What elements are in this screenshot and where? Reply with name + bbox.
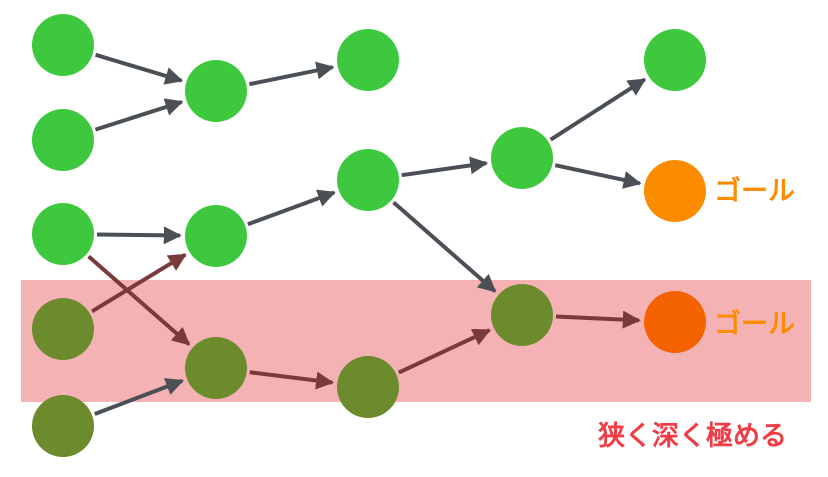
- edge-n8-n11: [249, 370, 335, 390]
- edge-n3-n8: [87, 254, 191, 346]
- node-n3: [32, 203, 94, 265]
- node-n13: [491, 284, 553, 346]
- edge-n4-n7: [91, 252, 187, 314]
- node-n10: [337, 149, 399, 211]
- node-n1: [32, 14, 94, 76]
- node-n2: [32, 109, 94, 171]
- node-n14: [644, 29, 706, 91]
- edge-n1-n6: [94, 52, 184, 85]
- edge-n2-n6: [94, 98, 184, 132]
- caption-text: 狭く深く極める: [597, 421, 787, 452]
- goal-node-goal2: [644, 291, 706, 353]
- node-n11: [337, 356, 399, 418]
- node-n6: [185, 60, 247, 122]
- edge-n6-n9: [248, 61, 335, 87]
- edge-n5-n8: [94, 378, 185, 416]
- edge-n12-n14: [549, 77, 647, 142]
- node-n9: [337, 29, 399, 91]
- edge-n11-n13: [397, 328, 492, 375]
- node-n12: [491, 127, 553, 189]
- node-n7: [185, 205, 247, 267]
- node-n4: [32, 298, 94, 360]
- goal-label-top: ゴール: [714, 175, 795, 207]
- edges: [87, 52, 647, 416]
- edge-n3-n7: [96, 226, 182, 245]
- goal-label-bottom: ゴール: [714, 308, 795, 340]
- goal-node-goal1: [644, 160, 706, 222]
- edge-n10-n12: [401, 156, 489, 178]
- edge-n13-goal2: [555, 310, 641, 329]
- edge-n12-goal1: [554, 163, 642, 189]
- edge-n7-n10: [247, 189, 336, 227]
- edge-n10-n13: [392, 200, 497, 293]
- nodes: [32, 14, 706, 457]
- node-n5: [32, 395, 94, 457]
- node-n8: [185, 337, 247, 399]
